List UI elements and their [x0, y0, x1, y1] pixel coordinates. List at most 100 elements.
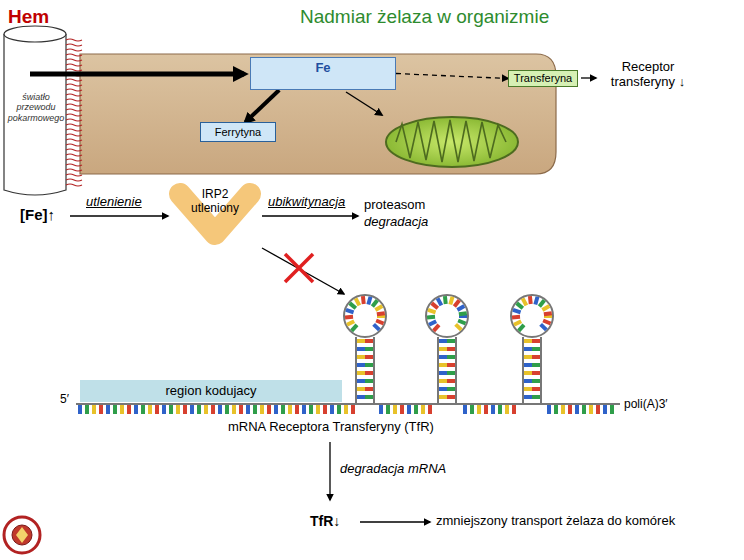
base — [429, 321, 436, 325]
iron-level: [Fe]↑ — [20, 206, 55, 223]
irp2-protein: IRP2 utleniony — [168, 182, 262, 248]
base — [459, 314, 467, 318]
base-pair — [532, 395, 540, 399]
mrna-backbone — [76, 403, 620, 405]
coding-region-band: region kodujacy — [80, 380, 342, 402]
node-text: Fe — [315, 61, 330, 76]
result-label: zmniejszony transport żelaza do komórek — [436, 514, 675, 529]
base — [379, 405, 383, 414]
base — [610, 405, 614, 414]
microvillus — [66, 54, 82, 56]
connector — [246, 90, 280, 122]
base — [376, 320, 383, 323]
microvillus — [66, 179, 82, 181]
base — [432, 303, 438, 308]
base — [582, 405, 586, 414]
base — [361, 296, 366, 304]
base-pair — [532, 363, 540, 367]
base-pair — [447, 379, 455, 383]
microvillus — [66, 84, 82, 86]
microvillus — [66, 159, 82, 161]
arrow-label: degradacja mRNA — [340, 462, 446, 477]
base — [267, 405, 271, 414]
base — [541, 324, 547, 330]
proteasome-label: proteasom — [364, 198, 425, 213]
base — [459, 313, 467, 314]
base — [575, 405, 579, 414]
base — [344, 405, 348, 414]
microvillus — [66, 39, 82, 41]
base — [218, 405, 222, 414]
base — [352, 325, 357, 331]
base — [393, 405, 397, 414]
base — [377, 313, 385, 314]
base-pair — [439, 387, 447, 391]
base — [113, 405, 117, 414]
base-pair — [447, 395, 455, 399]
ferritin-box: Ferrytyna — [200, 122, 276, 142]
base — [183, 405, 187, 414]
base — [589, 405, 593, 414]
base-pair — [447, 339, 455, 343]
base-pair — [447, 371, 455, 375]
base — [477, 405, 481, 414]
microvillus — [66, 99, 82, 101]
base-pair — [524, 395, 532, 399]
base — [513, 310, 521, 312]
base-pair — [439, 379, 447, 383]
microvillus — [66, 134, 82, 136]
base — [309, 405, 313, 414]
loop — [344, 295, 386, 337]
base — [498, 405, 502, 414]
base — [427, 315, 435, 320]
base — [351, 405, 355, 414]
base-pair — [524, 339, 532, 343]
base — [568, 405, 572, 414]
node-text: Ferrytyna — [215, 126, 261, 139]
stem — [437, 337, 439, 404]
base-pair — [365, 395, 373, 399]
base — [512, 405, 516, 414]
base-pair — [447, 347, 455, 351]
base — [400, 405, 404, 414]
base-pair — [365, 387, 373, 391]
base-pair — [524, 355, 532, 359]
base — [491, 405, 495, 414]
microvillus — [66, 169, 82, 171]
tfr-level: TfR↓ — [310, 513, 340, 529]
arrow-label: ubikwitynacja — [268, 195, 345, 210]
node-text: IRP2 utleniony — [184, 188, 246, 216]
base-pair — [357, 371, 365, 375]
base — [428, 405, 432, 414]
base — [463, 405, 467, 414]
base — [302, 405, 306, 414]
base — [547, 405, 551, 414]
base — [428, 310, 436, 312]
slide-title: Nadmiar żelaza w organizmie — [300, 6, 549, 28]
microvillus — [66, 154, 82, 156]
microvillus — [66, 89, 82, 91]
base — [232, 405, 236, 414]
base — [197, 405, 201, 414]
base — [204, 405, 208, 414]
base — [99, 405, 103, 414]
base-pair — [357, 347, 365, 351]
base — [162, 405, 166, 414]
base — [458, 320, 465, 323]
degradation-label: degradacja — [364, 215, 428, 230]
base — [246, 405, 250, 414]
base-pair — [365, 339, 373, 343]
base-pair — [524, 379, 532, 383]
stem — [355, 337, 357, 404]
microvillus — [66, 144, 82, 146]
base-pair — [524, 363, 532, 367]
base — [554, 405, 558, 414]
microvillus — [66, 109, 82, 111]
base — [505, 405, 509, 414]
base — [316, 405, 320, 414]
base-pair — [532, 339, 540, 343]
base-pair — [357, 395, 365, 399]
section-label: Hem — [8, 6, 49, 28]
base-pair — [447, 387, 455, 391]
base — [470, 405, 474, 414]
